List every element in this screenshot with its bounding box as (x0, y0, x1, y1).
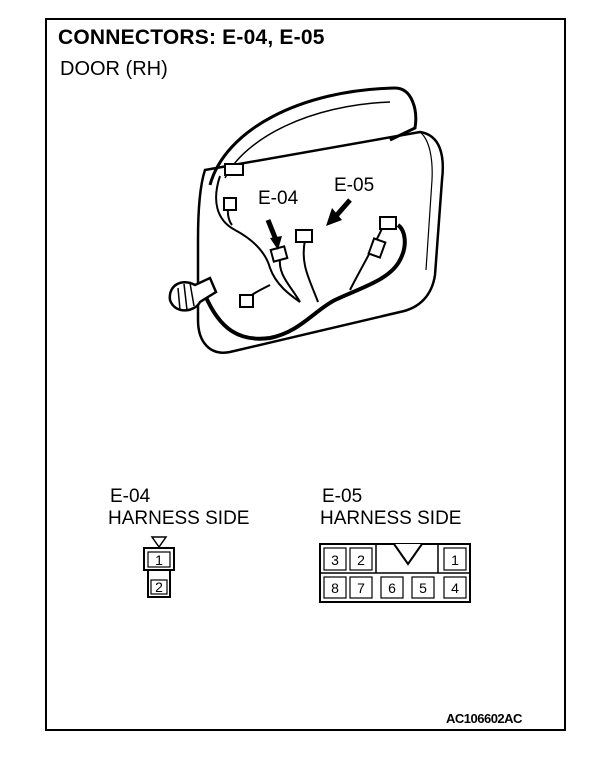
page-subtitle: DOOR (RH) (60, 58, 168, 80)
e05-key-notch (393, 543, 423, 566)
page-title: CONNECTORS: E-04, E-05 (58, 26, 325, 49)
e04-pin-2: 2 (155, 579, 163, 595)
e05-pin-7: 7 (357, 580, 365, 596)
e04-pin-1: 1 (155, 552, 163, 568)
e05-pin-4: 4 (451, 580, 459, 596)
connector-right-mid (367, 237, 387, 259)
door-window-frame (208, 86, 418, 186)
door-panel-edge (419, 131, 433, 271)
e05-pin-1: 1 (451, 552, 459, 568)
connector-e05 (295, 229, 313, 243)
e04-name: E-04 (110, 486, 151, 507)
diagram-frame (45, 18, 566, 731)
connector-top (224, 163, 244, 176)
branch-wire-e05 (302, 239, 319, 303)
arrow-e05 (334, 198, 352, 218)
connector-right-top (379, 216, 397, 230)
branch-wire-e04 (278, 257, 301, 303)
callout-label-e04: E-04 (258, 188, 299, 209)
door-window-inner (224, 101, 391, 179)
e05-pin-2: 2 (357, 552, 365, 568)
connector-left (223, 197, 237, 211)
e05-name: E-05 (322, 486, 363, 507)
e05-pin-5: 5 (419, 580, 427, 596)
e05-pin-3: 3 (331, 552, 339, 568)
main-harness (203, 223, 407, 341)
connector-low (239, 294, 254, 308)
e05-side: HARNESS SIDE (320, 508, 462, 529)
callout-label-e05: E-05 (334, 175, 375, 196)
e05-pin-8: 8 (331, 580, 339, 596)
figure-code: AC106602AC (446, 711, 522, 726)
arrow-e04 (265, 219, 279, 241)
e04-lock-mark-icon (150, 536, 168, 549)
e04-side: HARNESS SIDE (108, 508, 250, 529)
e05-connector-face: 3 2 1 8 7 6 5 4 (319, 543, 471, 603)
e05-pin-6: 6 (388, 580, 396, 596)
branch-wire-top (215, 175, 301, 303)
door-drawing (168, 86, 444, 354)
e04-connector-face: 1 2 (143, 536, 175, 598)
door-panel (196, 130, 444, 354)
connector-e04 (269, 245, 289, 263)
